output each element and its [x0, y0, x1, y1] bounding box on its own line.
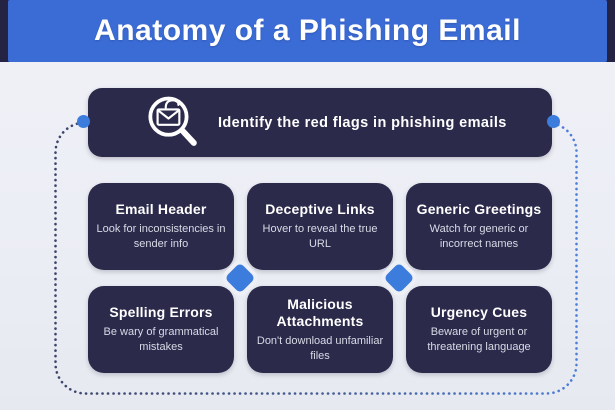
connector-dot-right	[547, 115, 560, 128]
title-banner: Anatomy of a Phishing Email	[8, 0, 607, 62]
card-generic-greetings: Generic Greetings Watch for generic or i…	[406, 183, 552, 270]
card-email-header: Email Header Look for inconsistencies in…	[88, 183, 234, 270]
card-subtitle: Be wary of grammatical mistakes	[103, 325, 219, 353]
page-title: Anatomy of a Phishing Email	[94, 14, 521, 47]
card-subtitle: Hover to reveal the true URL	[262, 222, 378, 250]
card-malicious-attachments: Malicious Attachments Don't download unf…	[247, 286, 393, 373]
header-card-label: Identify the red flags in phishing email…	[218, 114, 507, 131]
card-deceptive-links: Deceptive Links Hover to reveal the true…	[247, 183, 393, 270]
card-title: Spelling Errors	[109, 304, 213, 321]
header-card: Identify the red flags in phishing email…	[88, 88, 552, 157]
cards-grid: Email Header Look for inconsistencies in…	[88, 183, 552, 373]
card-spelling-errors: Spelling Errors Be wary of grammatical m…	[88, 286, 234, 373]
card-subtitle: Beware of urgent or threatening language	[427, 325, 531, 353]
card-subtitle: Watch for generic or incorrect names	[429, 222, 529, 250]
magnifier-envelope-icon	[144, 93, 202, 153]
connector-dot-left	[77, 115, 90, 128]
card-title: Email Header	[115, 201, 207, 218]
card-urgency-cues: Urgency Cues Beware of urgent or threate…	[406, 286, 552, 373]
card-title: Urgency Cues	[430, 304, 528, 321]
card-title: Malicious Attachments	[276, 295, 364, 330]
card-title: Deceptive Links	[265, 201, 375, 218]
card-title: Generic Greetings	[416, 201, 542, 218]
card-subtitle: Look for inconsistencies in sender info	[96, 222, 226, 250]
card-subtitle: Don't download unfamiliar files	[256, 334, 384, 362]
